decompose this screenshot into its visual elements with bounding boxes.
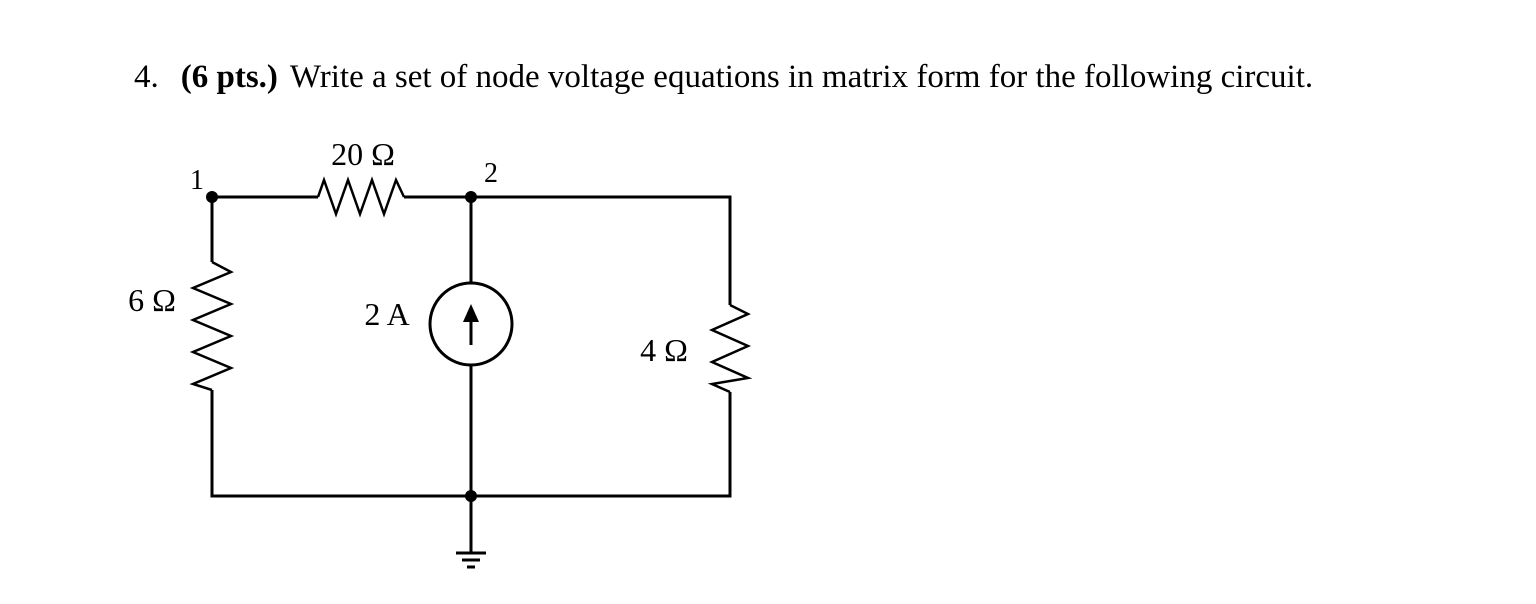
resistor-20-ohm-label: 20 Ω bbox=[331, 136, 395, 172]
node-1-label: 1 bbox=[190, 165, 204, 196]
question-number: 4. bbox=[134, 59, 159, 95]
ground-symbol-icon bbox=[456, 551, 486, 569]
resistor-6-ohm-label: 6 Ω bbox=[128, 282, 176, 318]
question-text: 4. (6 pts.) Write a set of node voltage eq… bbox=[134, 57, 1313, 97]
node-2-label: 2 bbox=[484, 158, 498, 189]
resistor-4-ohm bbox=[707, 303, 753, 394]
current-source-2a bbox=[428, 281, 514, 367]
resistor-20-ohm bbox=[316, 176, 406, 218]
question-points: (6 pts.) bbox=[180, 59, 278, 95]
ground-node-dot bbox=[465, 490, 477, 502]
current-source-label: 2 A bbox=[364, 296, 409, 332]
resistor-6-ohm bbox=[189, 260, 235, 392]
node-2-dot bbox=[465, 191, 477, 203]
wire-top-right bbox=[404, 195, 732, 305]
arrow-up-icon bbox=[463, 304, 479, 322]
question-prompt: Write a set of node voltage equations in… bbox=[289, 59, 1314, 95]
resistor-4-ohm-label: 4 Ω bbox=[640, 332, 688, 368]
node-1-dot bbox=[206, 191, 218, 203]
